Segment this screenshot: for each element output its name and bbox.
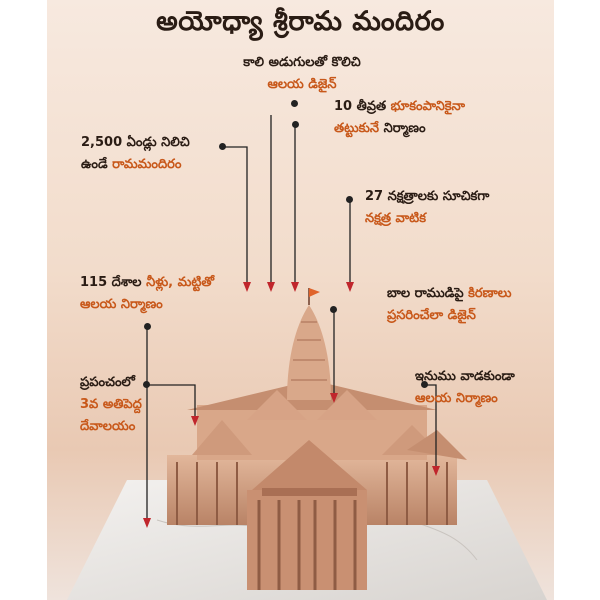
connector-lines [146,115,437,520]
fact-no-iron: ఇనుము వాడకుండా ఆలయ నిర్మాణం [415,369,515,406]
page-title: అయోధ్యా శ్రీరామ మందిరం [156,6,445,37]
connector-dot [421,381,428,388]
fact-nakshatra-garden: 27 నక్షత్రాలకు సూచికగా నక్షత్ర వాటిక [365,189,490,226]
connector-dot [292,121,299,128]
connector-dot [346,196,353,203]
fact-115-countries: 115 దేశాల నీళ్లు, మట్టితో ఆలయ నిర్మాణం [80,275,215,312]
connector-dot [219,143,226,150]
connector-dot [291,100,298,107]
arrowheads [143,282,440,528]
fact-sun-rays-design: బాల రాముడిపై కిరణాలు ప్రసరించేలా డిజైన్ [387,286,512,323]
temple-flag [309,288,320,297]
connector-dot [330,306,337,313]
fact-footstep-design: కాలి అడుగులతో కొలిచి ఆలయ డిజైన్ [243,55,361,92]
fact-third-largest: ప్రపంచంలో 3వ అతిపెద్ద దేవాలయం [80,375,142,434]
temple-illustration [67,115,547,600]
fact-earthquake-resistant: 10 తీవ్రత భూకంపానికైనా తట్టుకునే నిర్మాణ… [334,99,465,136]
connector-dot [144,323,151,330]
temple-structure [167,288,467,590]
temple-infographic: అయోధ్యా శ్రీరామ మందిరం కాలి అడుగులతో కొల… [47,0,554,600]
fact-2500-years: 2,500 ఏండ్లు నిలిచి ఉండే రామమందిరం [81,135,190,172]
connector-dot [143,381,150,388]
